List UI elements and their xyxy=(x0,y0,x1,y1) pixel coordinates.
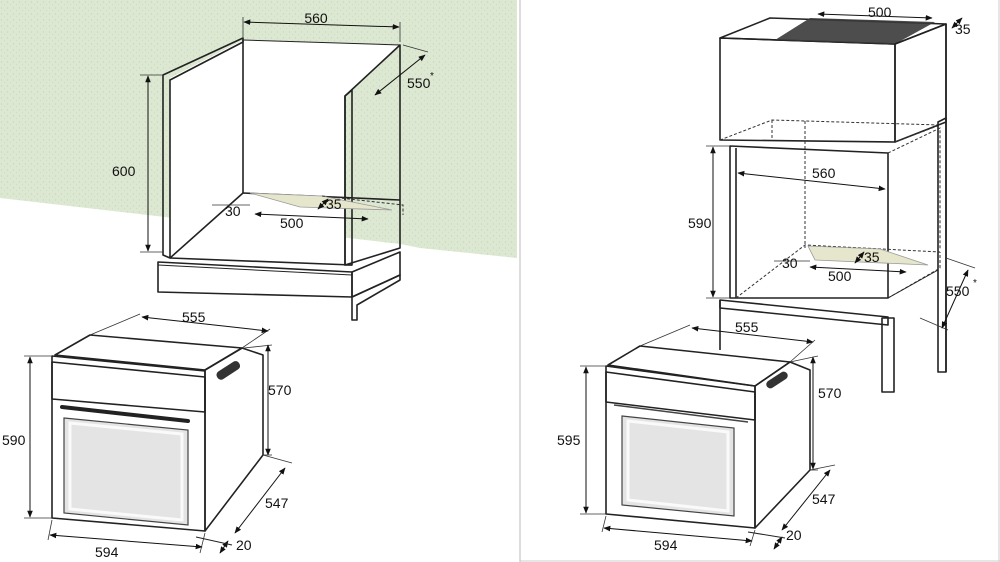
left-cabinet-height-label: 600 xyxy=(112,163,136,179)
right-oven-front-thickness-label: 20 xyxy=(786,527,802,543)
left-oven-side-vent xyxy=(216,361,241,380)
left-oven-front-width-label: 594 xyxy=(95,544,119,560)
right-oven-body-height-label: 570 xyxy=(818,385,842,401)
left-cabinet-width-label: 560 xyxy=(304,10,328,26)
right-vent-slot xyxy=(807,245,929,266)
left-cabinet-dimensions: 560 550 * 600 500 30 35 xyxy=(112,10,434,253)
left-vent-offset-label: 30 xyxy=(225,203,241,219)
left-cabinet xyxy=(157,37,404,321)
right-panel: 500 35 560 590 500 30 35 550 * xyxy=(557,4,977,553)
right-oven-front-width-label: 594 xyxy=(654,537,678,553)
right-oven-front-height-label: 595 xyxy=(557,432,581,448)
right-cabinet-dimensions: 500 35 560 590 500 30 35 550 * xyxy=(688,4,977,331)
left-oven xyxy=(51,334,264,532)
left-vent-depth-label: 35 xyxy=(326,196,342,212)
left-oven-depth-top-label: 555 xyxy=(182,309,206,325)
right-cabinet-depth-label: 550 xyxy=(946,283,970,299)
right-vent-width-label: 500 xyxy=(828,268,852,284)
left-cabinet-depth-mark: * xyxy=(430,71,434,82)
left-oven-front-height-label: 590 xyxy=(2,432,26,448)
right-cabinet-depth-mark: * xyxy=(973,278,977,289)
right-top-width-label: 500 xyxy=(868,4,892,20)
right-oven-side-vent xyxy=(766,371,788,389)
right-vent-depth-label: 35 xyxy=(864,249,880,265)
left-panel: 560 550 * 600 500 30 35 xyxy=(0,0,517,560)
right-top-depth-label: 35 xyxy=(955,21,971,37)
right-cabinet xyxy=(719,17,947,393)
right-niche-height-label: 590 xyxy=(688,215,712,231)
right-oven xyxy=(605,345,811,529)
right-oven-door xyxy=(621,415,735,517)
left-oven-front-thickness-label: 20 xyxy=(236,537,252,553)
right-oven-body-depth-label: 547 xyxy=(812,491,836,507)
right-oven-dimensions: 555 570 595 594 547 20 xyxy=(557,319,842,553)
left-oven-body-depth-label: 547 xyxy=(265,495,289,511)
left-cabinet-depth-label: 550 xyxy=(407,75,431,91)
left-oven-handle xyxy=(60,405,190,423)
right-niche-width-label: 560 xyxy=(812,165,836,181)
left-vent-width-label: 500 xyxy=(280,215,304,231)
left-oven-body-height-label: 570 xyxy=(268,382,292,398)
right-vent-offset-label: 30 xyxy=(782,255,798,271)
left-oven-door xyxy=(63,417,189,526)
left-oven-dimensions: 555 570 590 594 547 20 xyxy=(2,309,293,560)
right-oven-depth-top-label: 555 xyxy=(735,319,759,335)
